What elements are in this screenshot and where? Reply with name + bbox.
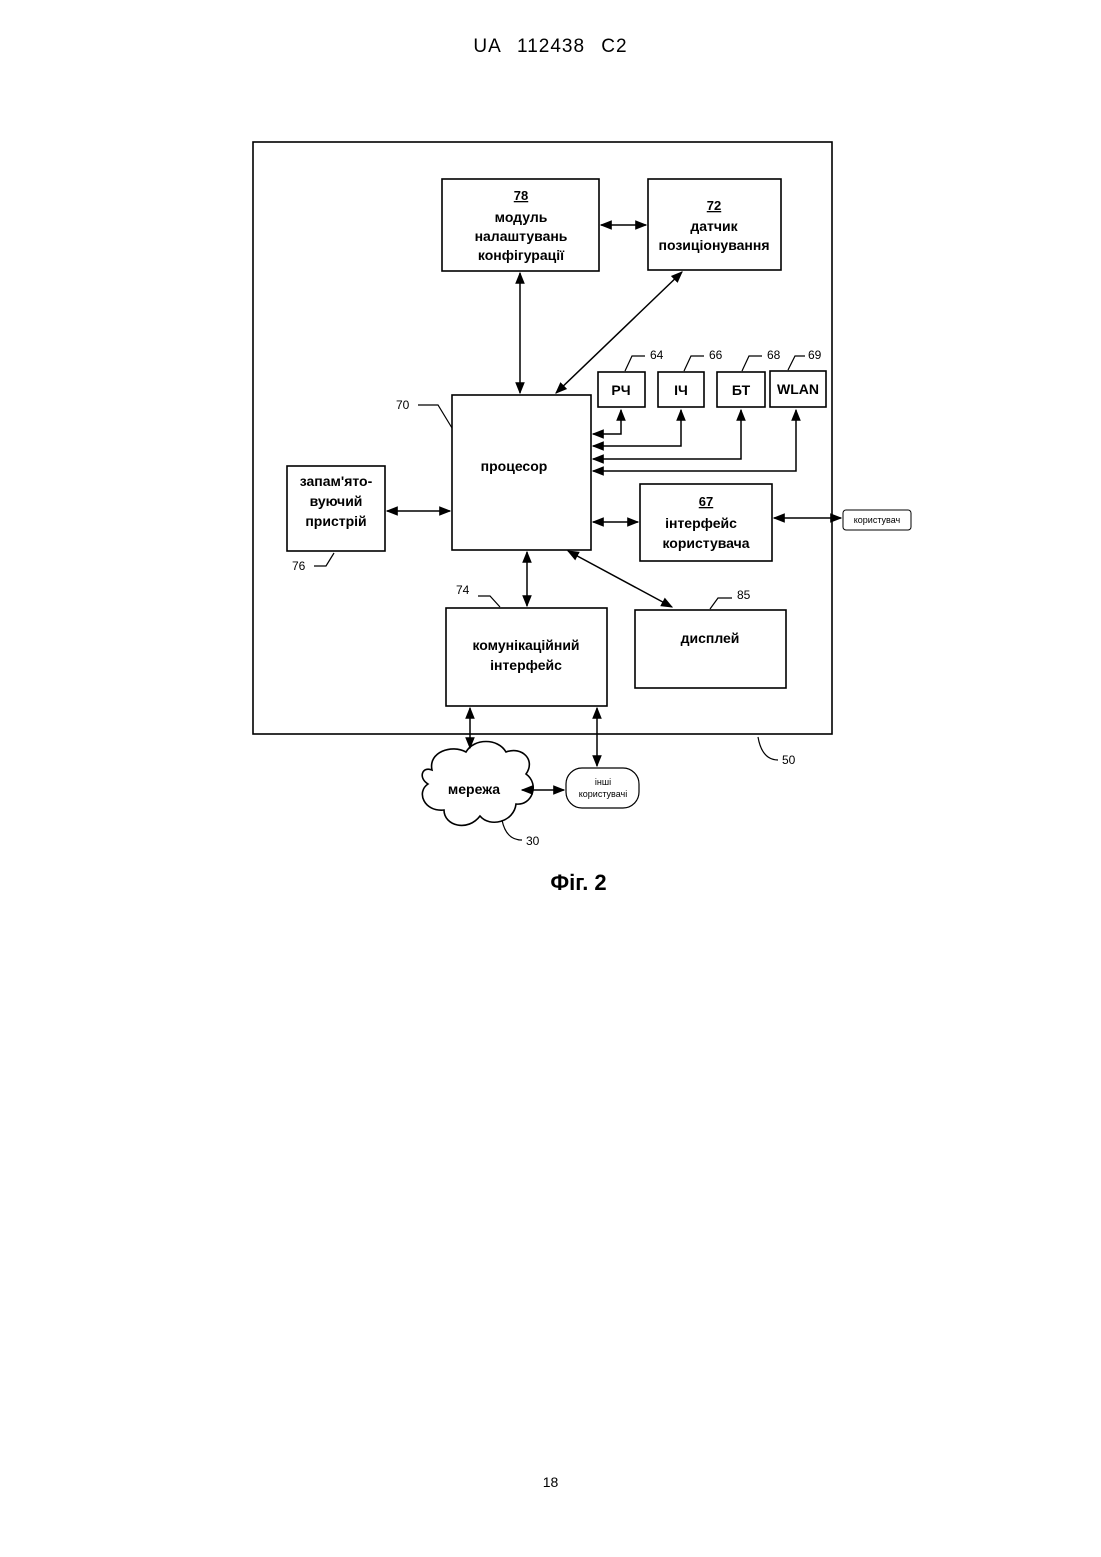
user-interface-line-1: інтерфейс <box>665 515 737 531</box>
comm-interface-ref-leader <box>478 596 500 607</box>
ir-ref-leader <box>684 356 704 371</box>
user-interface-block: 67 інтерфейс користувача <box>640 484 772 561</box>
config-module-line-3: конфігурації <box>478 247 565 263</box>
position-sensor-line-2: позиціонування <box>659 237 770 253</box>
ir-label: ІЧ <box>674 382 688 398</box>
other-users-block: інші користувачі <box>566 768 639 808</box>
comm-interface-line-2: інтерфейс <box>490 657 562 673</box>
rf-processor-link <box>593 410 621 434</box>
device-ref-leader <box>758 737 778 760</box>
bt-ref: 68 <box>767 348 781 362</box>
wlan-ref: 69 <box>808 348 822 362</box>
memory-block: запам'ято- вуючий пристрій <box>287 466 385 551</box>
user-block: користувач <box>843 510 911 530</box>
memory-line-2: вуючий <box>310 493 363 509</box>
rf-ref-leader <box>625 356 645 371</box>
config-module-block: 78 модуль налаштувань конфігурації <box>442 179 599 271</box>
display-block: дисплей <box>635 610 786 688</box>
comm-interface-ref: 74 <box>456 583 470 597</box>
network-ref-leader <box>502 820 522 840</box>
position-sensor-block: 72 датчик позиціонування <box>648 179 781 270</box>
page-number: 18 <box>0 1474 1101 1490</box>
figure-caption: Фіг. 2 <box>0 870 1101 896</box>
display-label: дисплей <box>681 630 740 646</box>
bt-label: БТ <box>732 382 751 398</box>
network-label: мережа <box>448 781 500 797</box>
display-ref-leader <box>710 598 732 609</box>
wlan-label: WLAN <box>777 381 819 397</box>
ir-ref: 66 <box>709 348 723 362</box>
comm-interface-line-1: комунікаційний <box>472 637 579 653</box>
other-users-line-1: інші <box>595 777 611 787</box>
processor-label: процесор <box>481 458 548 474</box>
ir-processor-link <box>593 410 681 446</box>
wlan-ref-leader <box>788 356 805 370</box>
processor-ref-leader <box>418 405 452 428</box>
user-interface-ref: 67 <box>699 494 713 509</box>
memory-ref-leader <box>314 553 334 566</box>
device-ref: 50 <box>782 753 796 767</box>
position-sensor-ref: 72 <box>707 198 721 213</box>
processor-ref: 70 <box>396 398 410 412</box>
wlan-processor-link <box>593 410 796 471</box>
memory-line-3: пристрій <box>305 513 366 529</box>
memory-line-1: запам'ято- <box>300 473 373 489</box>
rf-block: РЧ <box>598 372 645 407</box>
wlan-block: WLAN <box>770 371 826 407</box>
display-ref: 85 <box>737 588 751 602</box>
memory-ref: 76 <box>292 559 306 573</box>
position-sensor-line-1: датчик <box>690 218 738 234</box>
bt-ref-leader <box>742 356 762 371</box>
user-interface-line-2: користувача <box>662 535 749 551</box>
config-module-ref: 78 <box>514 188 528 203</box>
config-module-line-1: модуль <box>495 209 548 225</box>
network-ref: 30 <box>526 834 540 848</box>
rf-ref: 64 <box>650 348 664 362</box>
bt-block: БТ <box>717 372 765 407</box>
config-module-line-2: налаштувань <box>475 228 568 244</box>
ir-block: ІЧ <box>658 372 704 407</box>
processor-block: процесор <box>452 395 591 550</box>
rf-label: РЧ <box>611 382 630 398</box>
other-users-line-2: користувачі <box>579 789 627 799</box>
network-cloud: мережа <box>422 742 533 826</box>
comm-interface-block: комунікаційний інтерфейс <box>446 608 607 706</box>
user-label: користувач <box>854 515 901 525</box>
